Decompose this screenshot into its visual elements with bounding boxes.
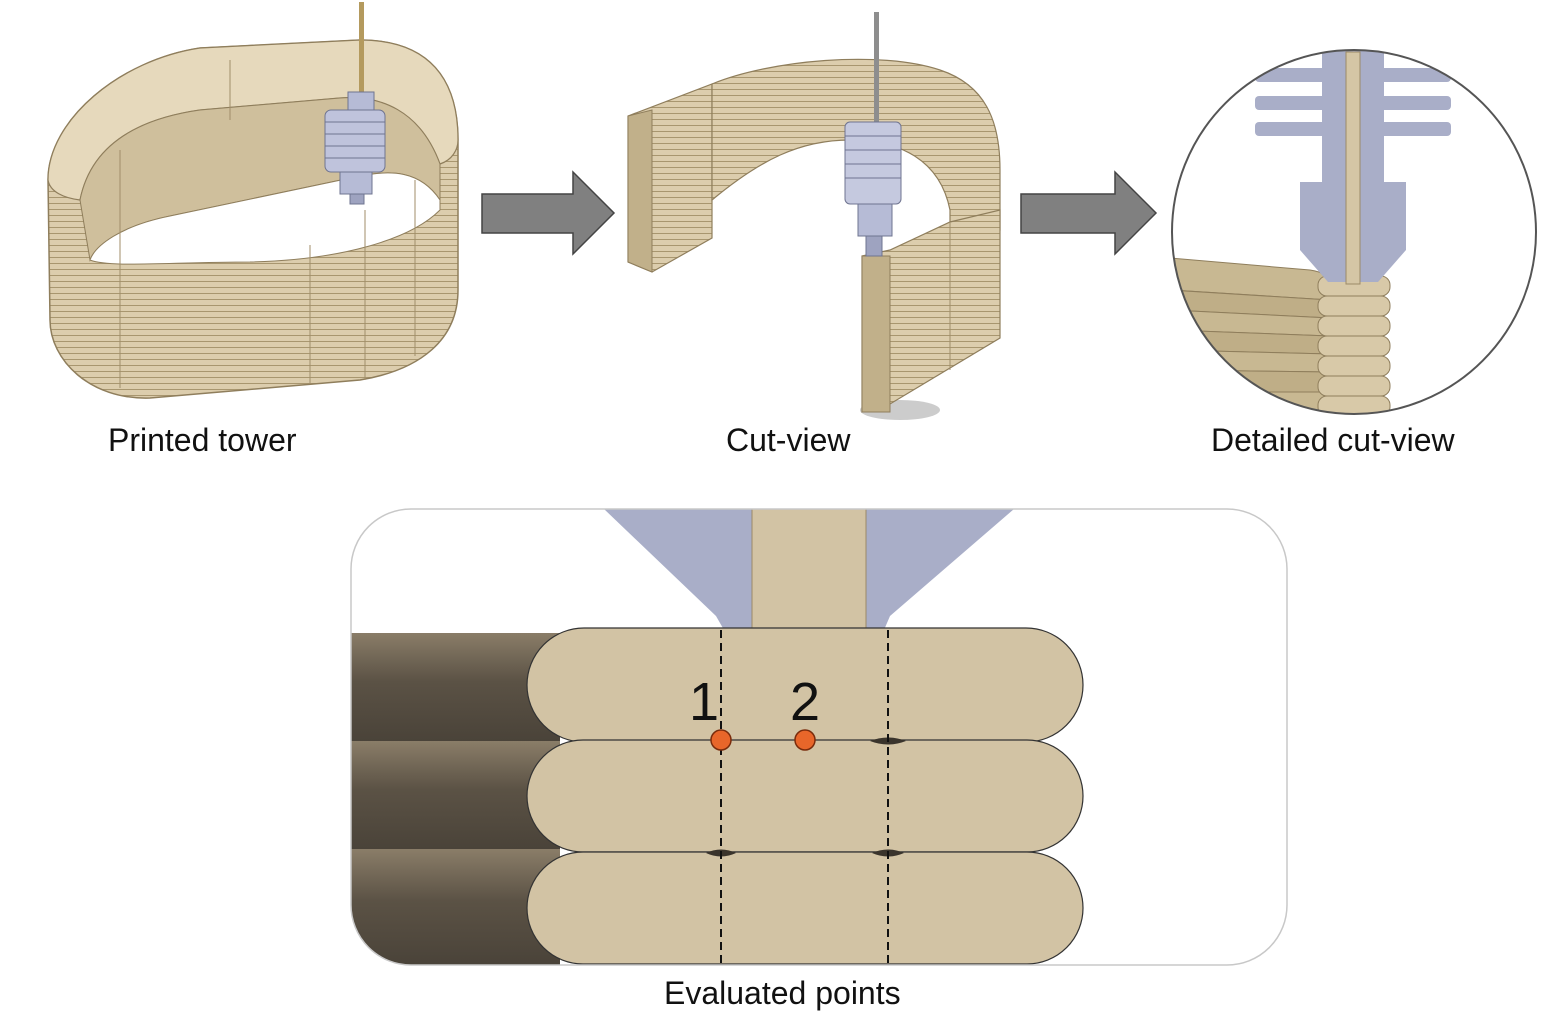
circle-nozzle xyxy=(1255,50,1451,285)
evaluated-point-2-label: 2 xyxy=(790,672,820,732)
evaluated-point-2-marker xyxy=(794,729,816,751)
arrow-right-icon xyxy=(481,170,616,256)
evaluated-point-1-label: 1 xyxy=(689,672,719,732)
arrow-right-icon xyxy=(1020,170,1158,256)
evaluated-point-1-marker xyxy=(710,729,732,751)
caption-evaluated-points: Evaluated points xyxy=(664,975,901,1011)
circle-bead-column xyxy=(1317,275,1391,414)
caption-detailed-cut-view: Detailed cut-view xyxy=(1211,422,1455,458)
previous-layers xyxy=(351,633,560,965)
tower-print-head xyxy=(324,2,386,205)
cut-view-print-head xyxy=(844,12,902,257)
filament-channel xyxy=(751,509,867,634)
caption-cut-view: Cut-view xyxy=(726,422,851,458)
bead-row-middle xyxy=(526,739,1084,853)
circle-layer-stack xyxy=(1172,257,1331,414)
cut-view-illustration xyxy=(627,12,1001,420)
printed-tower-illustration xyxy=(47,2,459,399)
nozzle-right-wall xyxy=(866,509,1014,630)
bead-row-bottom xyxy=(526,851,1084,965)
detailed-cut-view-illustration xyxy=(1171,49,1537,415)
evaluated-points-panel: 1 2 xyxy=(350,508,1288,966)
caption-printed-tower: Printed tower xyxy=(108,422,297,458)
nozzle-left-wall xyxy=(604,509,752,630)
